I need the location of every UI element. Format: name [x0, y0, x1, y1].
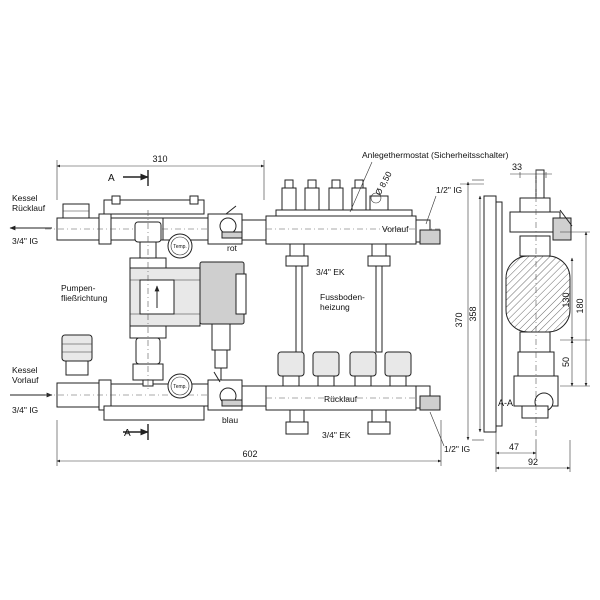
kessel-vorlauf-label-1: Kessel	[12, 365, 38, 375]
half-ig-top-label: 1/2" IG	[436, 185, 462, 195]
temp-top-label: Temp.	[173, 244, 187, 250]
dim-602-label: 602	[242, 449, 257, 459]
dim-310-label: 310	[152, 154, 167, 164]
front-view: 310 602 A A Kessel Rücklauf 3/4" IG Kess…	[9, 150, 509, 466]
section-aa-label: A-A	[498, 398, 513, 408]
kessel-vorlauf-label-2: Vorlauf	[12, 375, 39, 385]
section-mark-bottom: A	[123, 424, 149, 440]
half-ig-bottom-label: 1/2" IG	[444, 444, 470, 454]
pumpen-label-2: fließrichtung	[61, 293, 108, 303]
dim-358-label: 358	[468, 306, 478, 321]
vorlauf-label: Vorlauf	[382, 224, 409, 234]
pump-assembly	[129, 210, 247, 392]
flow-meters-top	[281, 179, 367, 211]
dim-50-label: 50	[561, 357, 571, 367]
dim-370-label: 370	[454, 312, 464, 327]
ek-bottom-label: 3/4" EK	[322, 430, 351, 440]
section-mark-top: A	[108, 170, 149, 186]
dimension-602: 602	[56, 420, 442, 466]
kessel-ruecklauf-label-2: Rücklauf	[12, 203, 46, 213]
fussboden-label-2: heizung	[320, 302, 350, 312]
side-view: 33 370 358 130 180 50 A-A 47 92	[454, 162, 590, 472]
supply-manifold	[265, 179, 441, 267]
dimension-310: 310	[56, 154, 265, 200]
dim-92-label: 92	[528, 457, 538, 467]
return-manifold	[265, 351, 441, 435]
temp-bottom-label: Temp.	[173, 384, 187, 390]
thermometer-top: Temp.	[167, 233, 193, 259]
ek-top-label: 3/4" EK	[316, 267, 345, 277]
ig-top-label: 3/4" IG	[12, 236, 38, 246]
rot-label: rot	[227, 243, 238, 253]
dim-180-label: 180	[575, 298, 585, 313]
bottom-connection-fitting	[45, 334, 270, 421]
ruecklauf-label: Rücklauf	[324, 394, 358, 404]
dim-33-label: 33	[512, 162, 522, 172]
section-a-bottom-label: A	[124, 428, 131, 439]
pumpen-label-1: Pumpen-	[61, 283, 96, 293]
blau-label: blau	[222, 415, 238, 425]
anlegethermostat-label: Anlegethermostat (Sicherheitsschalter)	[362, 150, 509, 160]
thermometer-bottom: Temp.	[167, 373, 193, 399]
dim-47-label: 47	[509, 442, 519, 452]
ball-valve-blue	[207, 371, 247, 411]
section-a-top-label: A	[108, 173, 115, 184]
kessel-ruecklauf-label-1: Kessel	[12, 193, 38, 203]
ig-bottom-label: 3/4" IG	[12, 405, 38, 415]
fussboden-label-1: Fussboden-	[320, 292, 365, 302]
actuator-heads	[277, 351, 412, 387]
ball-valve-red	[207, 205, 247, 245]
dim-130-label: 130	[561, 292, 571, 307]
